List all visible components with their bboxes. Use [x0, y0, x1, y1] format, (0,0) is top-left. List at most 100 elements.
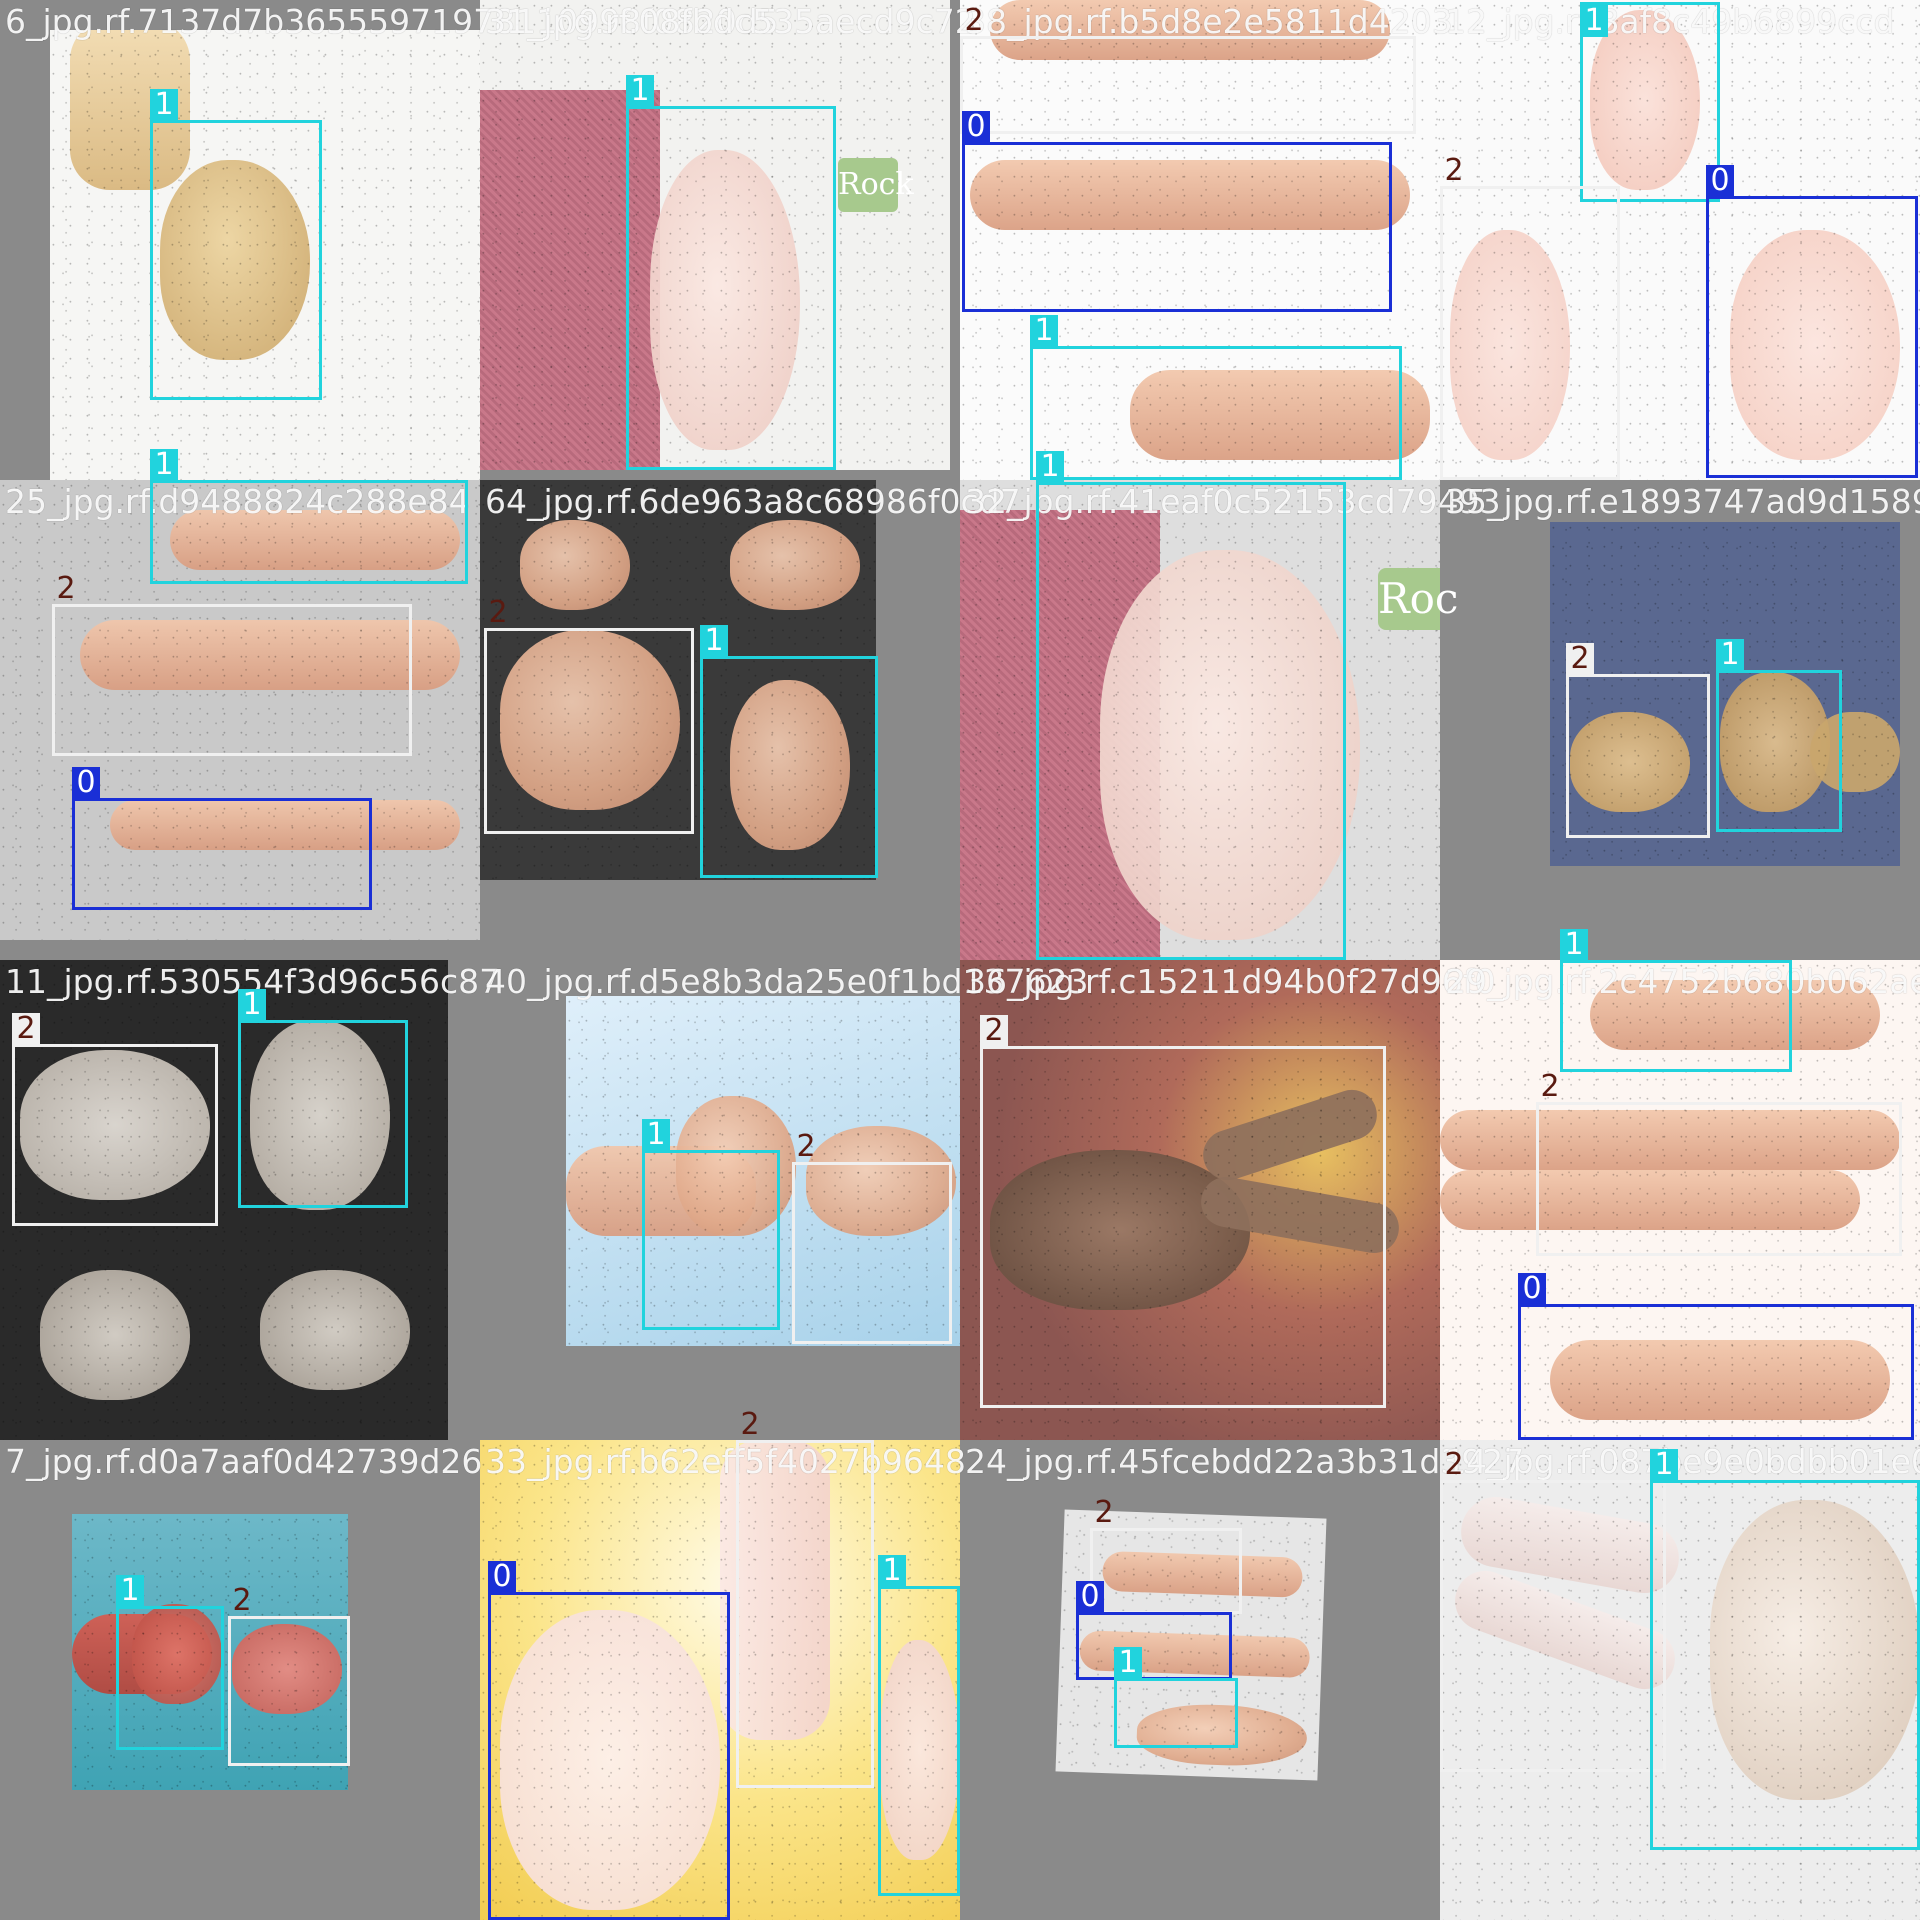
tile-photo	[960, 480, 1440, 960]
bbox-label: 1	[878, 1555, 906, 1587]
bbox-class-1: 1	[878, 1555, 960, 1896]
bbox-label: 2	[796, 1129, 816, 1164]
tile-4: 12_jpg.rf.8af8c49b6899ccd 1 0 2	[1440, 0, 1920, 480]
tile-filename: 38_jpg.rf.b5d8e2e5811d4203	[965, 2, 1453, 41]
tile-filename: 6_jpg.rf.7137d7b36555971978110998f0820d5	[5, 2, 779, 41]
bbox-class-2: 2	[1566, 643, 1710, 838]
bbox-label: 1	[1560, 929, 1588, 961]
tile-filename: 24_jpg.rf.45fcebdd22a3b31d3927	[965, 1442, 1525, 1481]
bbox-label: 1	[116, 1575, 144, 1607]
bbox-label: 2	[1444, 1447, 1464, 1482]
bbox-class-1: 1	[1580, 2, 1720, 202]
tile-16: 14_jpg.rf.087be9e0bdbb01e0ee 2 1	[1440, 1440, 1920, 1920]
bbox-label: 2	[1094, 1495, 1114, 1530]
tile-9: 11_jpg.rf.530554f3d96c56c87 1 2	[0, 960, 500, 1440]
tile-photo	[0, 960, 448, 1440]
tile-photo	[1440, 0, 1920, 480]
bbox-class-1: 1	[1030, 315, 1402, 480]
tile-11: 36_jpg.rf.c15211d94b0f27d96f0 2	[960, 960, 1496, 1440]
tile-photo	[480, 480, 876, 880]
tile-14: 33_jpg.rf.b62eff5f4027b9648 2 0 1	[480, 1409, 966, 1920]
bbox-label: 0	[1706, 165, 1734, 197]
bbox-class-0: 0	[1076, 1581, 1232, 1680]
tile-photo	[960, 960, 1440, 1440]
bbox-label: 2	[12, 1013, 40, 1045]
bbox-class-1: 1	[1560, 929, 1792, 1072]
bbox-label: 1	[700, 625, 728, 657]
bbox-class-2: 2	[1440, 155, 1620, 480]
bbox-label: 1	[150, 89, 178, 121]
bbox-class-0: 0	[72, 767, 372, 910]
bbox-class-2: 2	[792, 1131, 952, 1344]
bbox-class-2: 2	[960, 5, 1416, 134]
bbox-label: 1	[1030, 315, 1058, 347]
bbox-label: 1	[626, 75, 654, 107]
bbox-class-0: 0	[488, 1561, 730, 1920]
tile-filename: 40_jpg.rf.d5e8b3da25e0f1bd137623	[485, 962, 1089, 1001]
bbox-label: 2	[1540, 1069, 1560, 1104]
bbox-label: 0	[488, 1561, 516, 1593]
bbox-class-2: 2	[1536, 1071, 1902, 1256]
tile-7: Roc 32_jpg.rf.41eaf0c52153cd79493 1	[960, 451, 1501, 960]
bbox-class-1: 1	[1650, 1449, 1920, 1850]
tile-5: 25_jpg.rf.d9488824c288e84 1 2 0	[0, 449, 480, 960]
bbox-label: 1	[150, 449, 178, 481]
bbox-label: 0	[72, 767, 100, 799]
tile-8: 35_jpg.rf.e1893747ad9d1589 2 1	[1440, 480, 1920, 960]
tile-6: 64_jpg.rf.6de963a8c68986f0cd7 2 1	[480, 480, 1021, 960]
tile-filename: 7_jpg.rf.d0a7aaf0d42739d26	[5, 1442, 483, 1481]
tile-filename: 29_jpg.rf.2c4752b680b062aed70	[1445, 962, 1920, 1001]
bbox-class-2: 2	[1440, 1449, 1666, 1772]
rock-sign: Rock	[838, 158, 914, 212]
tile-filename: 25_jpg.rf.d9488824c288e84	[5, 482, 470, 521]
bbox-label: 2	[964, 3, 984, 38]
bbox-label: 1	[1650, 1449, 1678, 1481]
tile-filename: 64_jpg.rf.6de963a8c68986f0cd7	[485, 482, 1021, 521]
bbox-label: 2	[56, 571, 76, 606]
bbox-label: 0	[962, 111, 990, 143]
tile-10: 40_jpg.rf.d5e8b3da25e0f1bd137623 1 2	[480, 960, 1089, 1440]
bbox-label: 1	[238, 989, 266, 1021]
bbox-class-1: 1	[700, 625, 878, 878]
bbox-class-1: 1	[116, 1575, 224, 1750]
bbox-label: 1	[1114, 1647, 1142, 1679]
bbox-label: 1	[1036, 451, 1064, 483]
bbox-class-2: 2	[1090, 1497, 1242, 1614]
bbox-class-1: 1	[1114, 1647, 1238, 1748]
tile-photo	[1440, 1440, 1920, 1920]
tile-15: 24_jpg.rf.45fcebdd22a3b31d3927 2 0 1	[960, 1440, 1525, 1920]
bbox-label: 2	[488, 595, 508, 630]
bbox-class-1: 1	[626, 75, 836, 470]
bbox-class-0: 0	[1518, 1273, 1914, 1440]
bbox-label: 2	[232, 1583, 252, 1618]
bbox-class-2: 2	[736, 1409, 874, 1788]
bbox-label: 1	[642, 1119, 670, 1151]
bbox-class-2: 2	[484, 597, 694, 834]
bbox-class-2: 2	[980, 1015, 1386, 1408]
tile-photo	[480, 0, 950, 470]
tile-photo	[50, 30, 480, 480]
tile-photo	[0, 480, 480, 940]
bbox-label: 2	[1566, 643, 1594, 675]
bbox-label: 0	[1518, 1273, 1546, 1305]
tile-photo	[960, 0, 1440, 480]
tile-2: Rock 31_jpg.rf.08fbdc535aecd9c72 1	[480, 0, 976, 480]
bbox-class-1: 1	[150, 89, 322, 400]
bbox-label: 2	[740, 1407, 760, 1442]
bbox-label: 1	[1716, 639, 1744, 671]
tile-filename: 36_jpg.rf.c15211d94b0f27d96f0	[965, 962, 1496, 1001]
bbox-class-1: 1	[642, 1119, 780, 1330]
tile-13: 7_jpg.rf.d0a7aaf0d42739d26 1 2	[0, 1440, 483, 1920]
bbox-class-2: 2	[12, 1013, 218, 1226]
bbox-label: 2	[980, 1015, 1008, 1047]
bbox-class-1: 1	[1036, 451, 1346, 960]
tile-photo	[566, 996, 960, 1346]
bbox-class-1: 1	[150, 449, 468, 584]
bbox-class-2: 2	[228, 1585, 350, 1766]
tile-filename: 14_jpg.rf.087be9e0bdbb01e0ee	[1445, 1442, 1920, 1481]
tile-filename: 35_jpg.rf.e1893747ad9d1589	[1445, 482, 1920, 521]
bbox-label: 1	[1580, 5, 1608, 37]
tile-12: 29_jpg.rf.2c4752b680b062aed70 1 2 0	[1440, 929, 1920, 1440]
bbox-class-2: 2	[52, 573, 412, 756]
